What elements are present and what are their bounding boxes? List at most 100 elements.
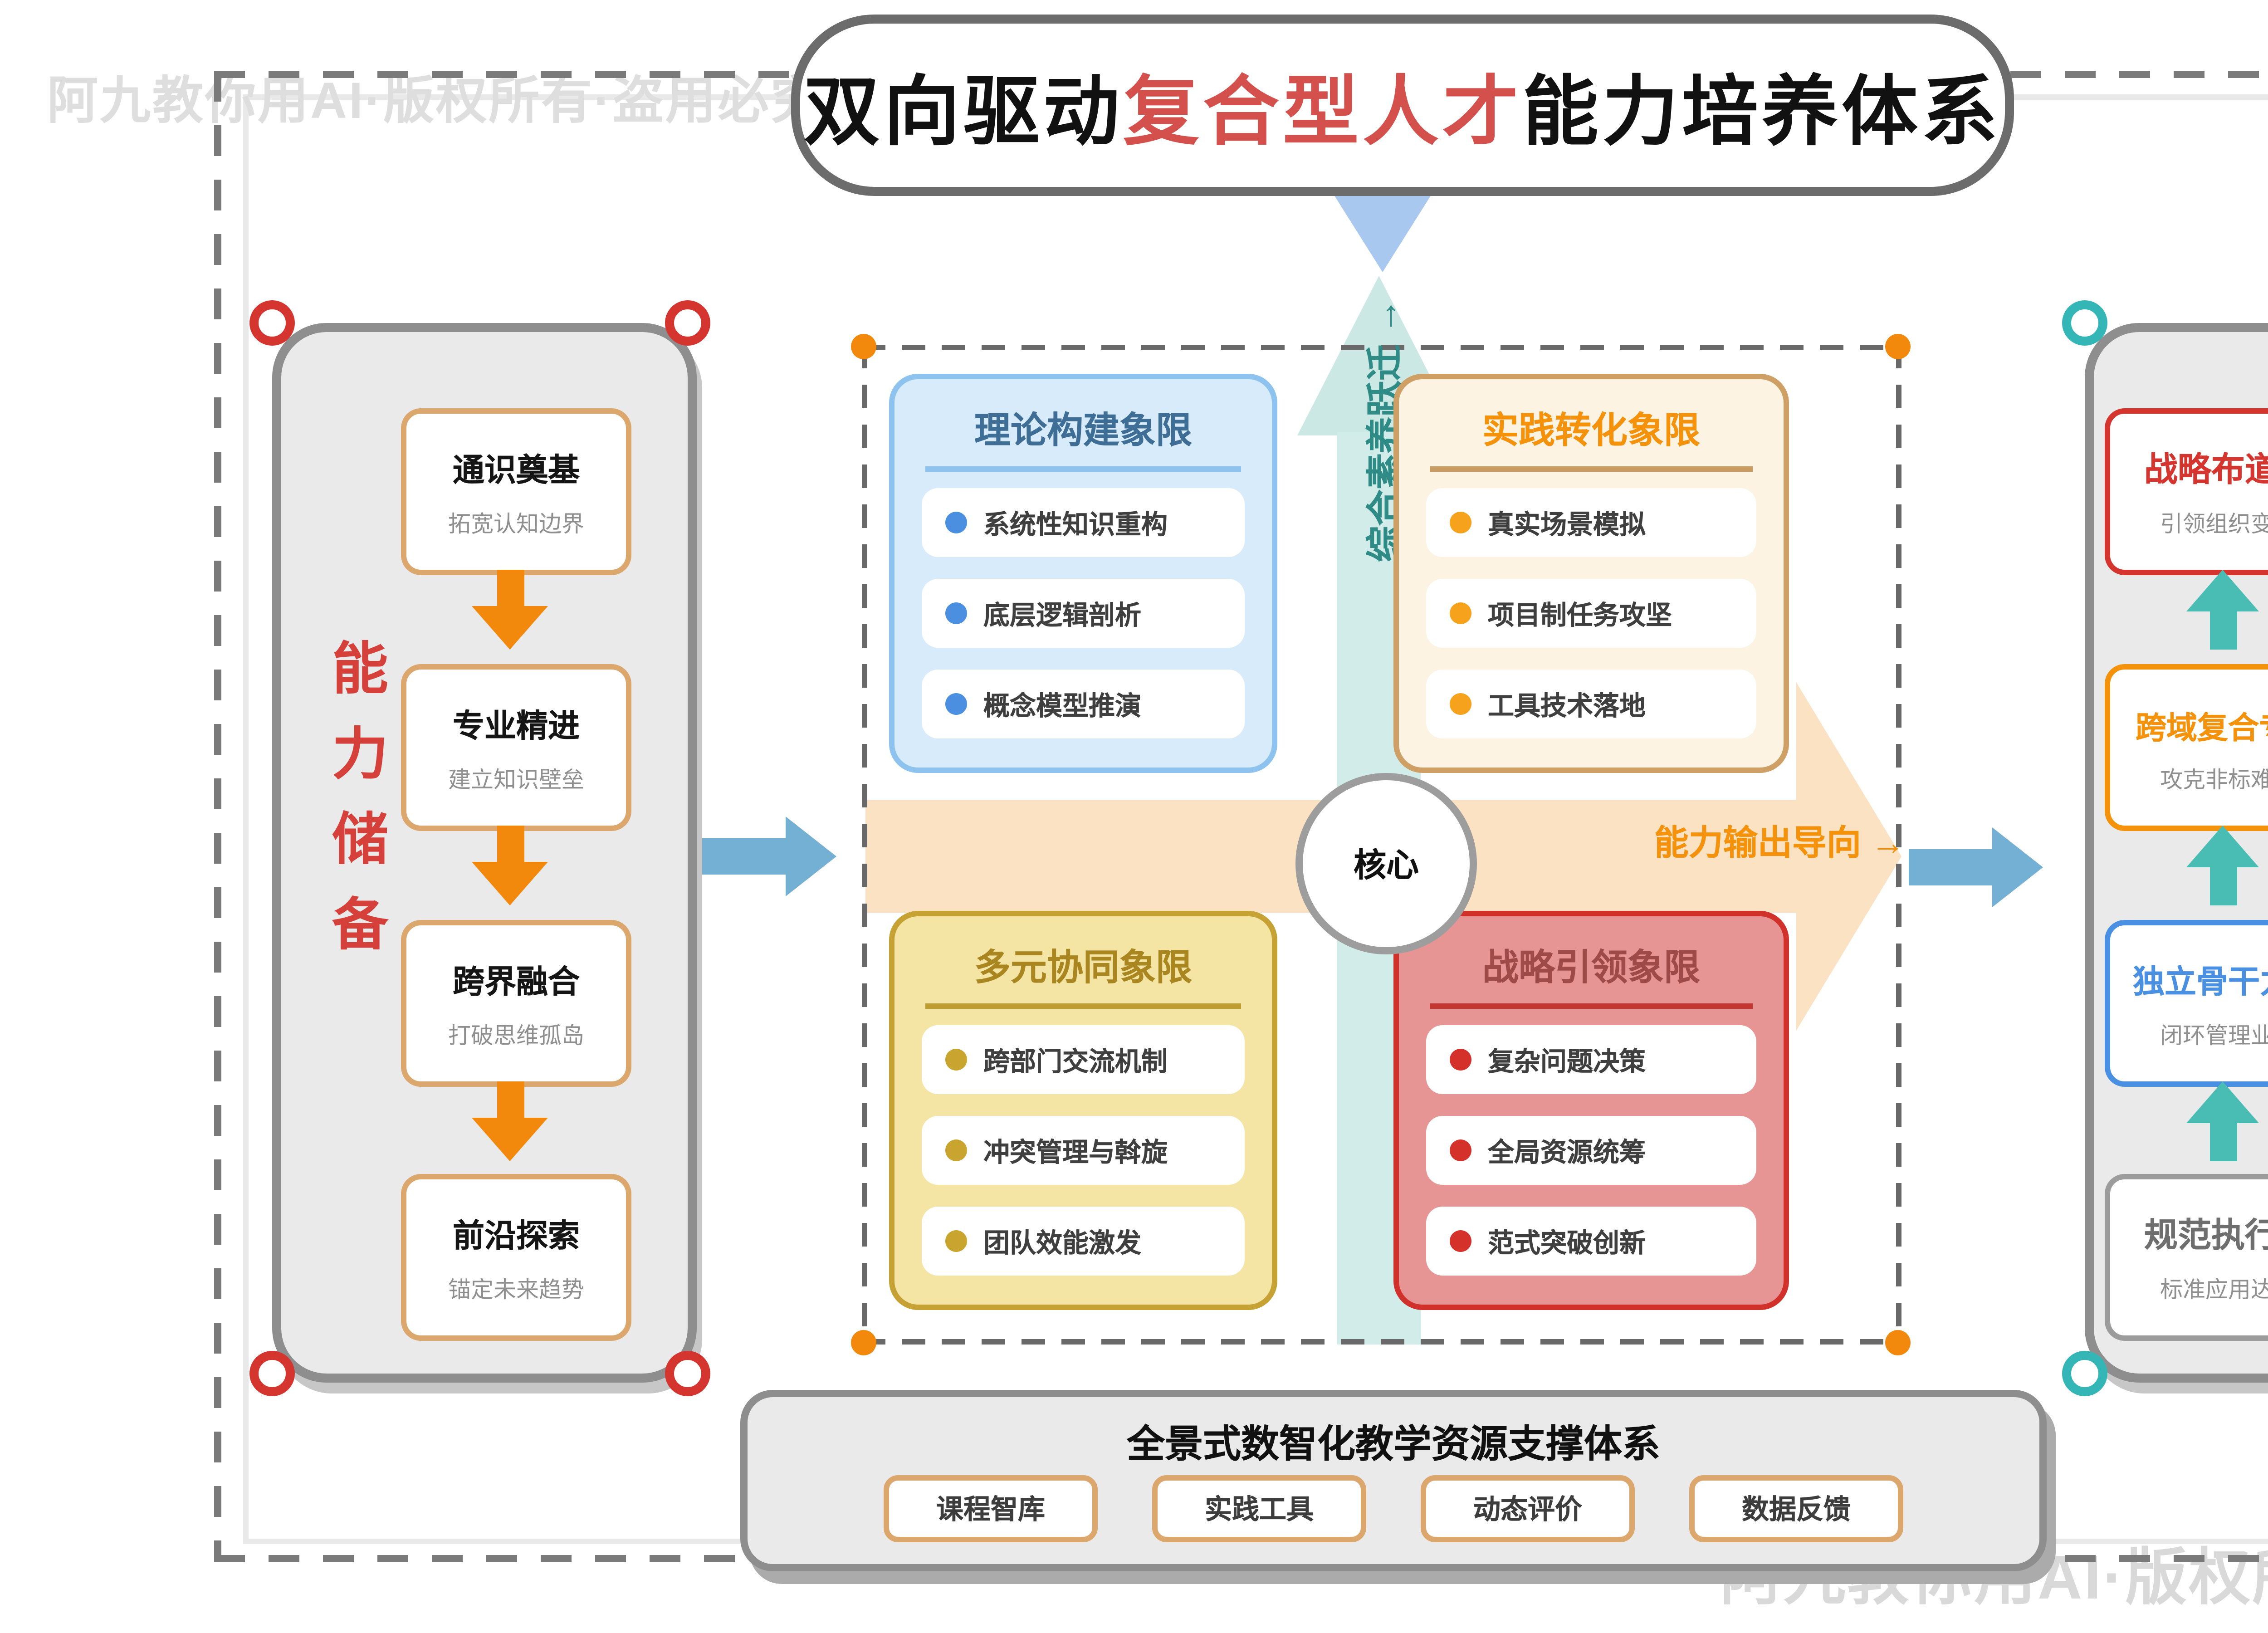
stage-box-general-foundation[interactable]: 通识奠基 拓宽认知边界 (401, 408, 631, 575)
stage-subtitle: 建立知识壁垒 (448, 767, 584, 792)
bullet-icon (1450, 1139, 1471, 1161)
resource-button-dynamic-evaluation[interactable]: 动态评价 (1421, 1475, 1635, 1542)
quadrant-item-label: 冲突管理与斡旋 (983, 1139, 1168, 1168)
quadrant-item-label: 项目制任务攻坚 (1488, 601, 1672, 631)
left-flow-arrow-icon (702, 816, 836, 896)
stage-title: 专业精进 (453, 707, 580, 743)
quadrant-item-label: 全局资源统筹 (1488, 1139, 1646, 1168)
level-box-independent-backbone[interactable]: 独立骨干力量 闭环管理业务 (2105, 920, 2268, 1087)
bullet-icon (945, 1049, 967, 1071)
bullet-icon (1450, 693, 1471, 715)
level-subtitle: 标准应用达标 (2160, 1277, 2268, 1303)
title-prefix: 双向驱动 (803, 68, 1123, 153)
bullet-icon (1450, 512, 1471, 533)
quadrant-divider (1429, 1003, 1753, 1008)
level-subtitle: 闭环管理业务 (2160, 1022, 2268, 1048)
title-suffix: 能力培养体系 (1522, 68, 2002, 153)
quadrant-item[interactable]: 复杂问题决策 (1426, 1025, 1756, 1094)
quadrant-item[interactable]: 真实场景模拟 (1426, 488, 1756, 557)
selection-handle-left-bottom-right[interactable] (665, 1351, 710, 1396)
right-flow-arrow-icon (1909, 827, 2043, 907)
down-arrow-icon (472, 1081, 548, 1161)
quadrant-card-strategy[interactable]: 战略引领象限 复杂问题决策 全局资源统筹 范式突破创新 (1393, 911, 1789, 1310)
up-arrow-icon (2186, 826, 2259, 905)
quadrant-item-label: 范式突破创新 (1488, 1229, 1646, 1258)
stage-subtitle: 打破思维孤岛 (448, 1022, 584, 1048)
up-arrow-icon (2186, 570, 2259, 650)
left-panel-label: 能力储备 (323, 639, 386, 980)
corner-dot-top-left[interactable] (851, 334, 876, 359)
stage-title: 前沿探索 (453, 1217, 580, 1253)
level-title: 跨域复合专才 (2136, 710, 2268, 745)
level-subtitle: 引领组织变革 (2160, 512, 2268, 537)
quadrant-item[interactable]: 范式突破创新 (1426, 1207, 1756, 1276)
core-circle[interactable]: 核心 (1295, 773, 1477, 954)
down-arrow-icon (472, 570, 548, 650)
selection-handle-left-bottom-left[interactable] (249, 1351, 295, 1396)
resource-button-practice-tools[interactable]: 实践工具 (1152, 1475, 1366, 1542)
quadrant-divider (1429, 466, 1753, 471)
bullet-icon (945, 693, 967, 715)
bottom-resource-bar[interactable]: 全景式数智化教学资源支撑体系 课程智库 实践工具 动态评价 数据反馈 (740, 1390, 2047, 1571)
corner-dot-top-right[interactable] (1885, 334, 1911, 359)
resource-button-data-feedback[interactable]: 数据反馈 (1689, 1475, 1903, 1542)
quadrant-item[interactable]: 全局资源统筹 (1426, 1116, 1756, 1185)
selection-handle-right-top-left[interactable] (2062, 300, 2107, 346)
level-box-crossdomain-specialist[interactable]: 跨域复合专才 攻克非标难题 (2105, 664, 2268, 831)
selection-handle-right-bottom-left[interactable] (2062, 1351, 2107, 1396)
corner-dot-bottom-right[interactable] (1885, 1330, 1911, 1355)
quadrant-item-label: 概念模型推演 (983, 692, 1141, 721)
bullet-icon (945, 512, 967, 533)
stage-box-crossover-fusion[interactable]: 跨界融合 打破思维孤岛 (401, 920, 631, 1087)
corner-dot-bottom-left[interactable] (851, 1330, 876, 1355)
stage-box-professional-advance[interactable]: 专业精进 建立知识壁垒 (401, 664, 631, 831)
title-pill[interactable]: 双向驱动复合型人才能力培养体系 (791, 15, 2014, 196)
quadrant-item[interactable]: 工具技术落地 (1426, 670, 1756, 738)
resource-button-course-library[interactable]: 课程智库 (884, 1475, 1098, 1542)
quadrant-item-label: 真实场景模拟 (1488, 511, 1646, 540)
bullet-icon (945, 602, 967, 624)
quadrant-item-label: 跨部门交流机制 (983, 1048, 1168, 1077)
stage-title: 跨界融合 (453, 963, 580, 999)
quadrant-item[interactable]: 团队效能激发 (922, 1207, 1245, 1276)
stage-title: 通识奠基 (453, 451, 580, 487)
level-box-standard-executor[interactable]: 规范执行者 标准应用达标 (2105, 1174, 2268, 1341)
quadrant-item[interactable]: 概念模型推演 (922, 670, 1245, 738)
level-subtitle: 攻克非标难题 (2160, 767, 2268, 792)
quadrant-card-practice[interactable]: 实践转化象限 真实场景模拟 项目制任务攻坚 工具技术落地 (1393, 374, 1789, 773)
outer-frame-left-edge (214, 71, 221, 1562)
bullet-icon (945, 1139, 967, 1161)
quadrant-card-theory[interactable]: 理论构建象限 系统性知识重构 底层逻辑剖析 概念模型推演 (889, 374, 1277, 773)
selection-handle-left-top-right[interactable] (665, 300, 710, 346)
selection-handle-left-top-left[interactable] (249, 300, 295, 346)
quadrant-card-collaboration[interactable]: 多元协同象限 跨部门交流机制 冲突管理与斡旋 团队效能激发 (889, 911, 1277, 1310)
center-frame-left-edge (862, 345, 867, 1345)
level-title: 独立骨干力量 (2133, 963, 2268, 999)
stage-subtitle: 锚定未来趋势 (448, 1276, 584, 1302)
center-frame-bottom-edge (862, 1339, 1901, 1345)
up-arrow-icon (2186, 1081, 2259, 1161)
bullet-icon (1450, 1049, 1471, 1071)
quadrant-item[interactable]: 系统性知识重构 (922, 488, 1245, 557)
stage-box-frontier-exploration[interactable]: 前沿探索 锚定未来趋势 (401, 1174, 631, 1341)
quadrant-title: 理论构建象限 (974, 412, 1192, 452)
quadrant-divider (924, 466, 1242, 471)
title-highlight: 复合型人才 (1123, 68, 1522, 153)
quadrant-item[interactable]: 跨部门交流机制 (922, 1025, 1245, 1094)
quadrant-title: 战略引领象限 (1482, 949, 1700, 989)
bullet-icon (1450, 1230, 1471, 1252)
quadrant-title: 多元协同象限 (974, 949, 1192, 989)
level-box-strategy-evangelist[interactable]: 战略布道师 引领组织变革 (2105, 408, 2268, 575)
quadrant-item[interactable]: 底层逻辑剖析 (922, 579, 1245, 648)
bullet-icon (1450, 602, 1471, 624)
quadrant-title: 实践转化象限 (1482, 412, 1700, 452)
quadrant-item[interactable]: 项目制任务攻坚 (1426, 579, 1756, 648)
stage-subtitle: 拓宽认知边界 (448, 511, 584, 536)
page-title: 双向驱动复合型人才能力培养体系 (804, 50, 2001, 161)
bullet-icon (945, 1230, 967, 1252)
horizontal-axis-label: 能力输出导向 → (1654, 826, 1905, 864)
quadrant-item[interactable]: 冲突管理与斡旋 (922, 1116, 1245, 1185)
level-title: 规范执行者 (2144, 1216, 2268, 1254)
quadrant-item-label: 团队效能激发 (983, 1229, 1141, 1258)
